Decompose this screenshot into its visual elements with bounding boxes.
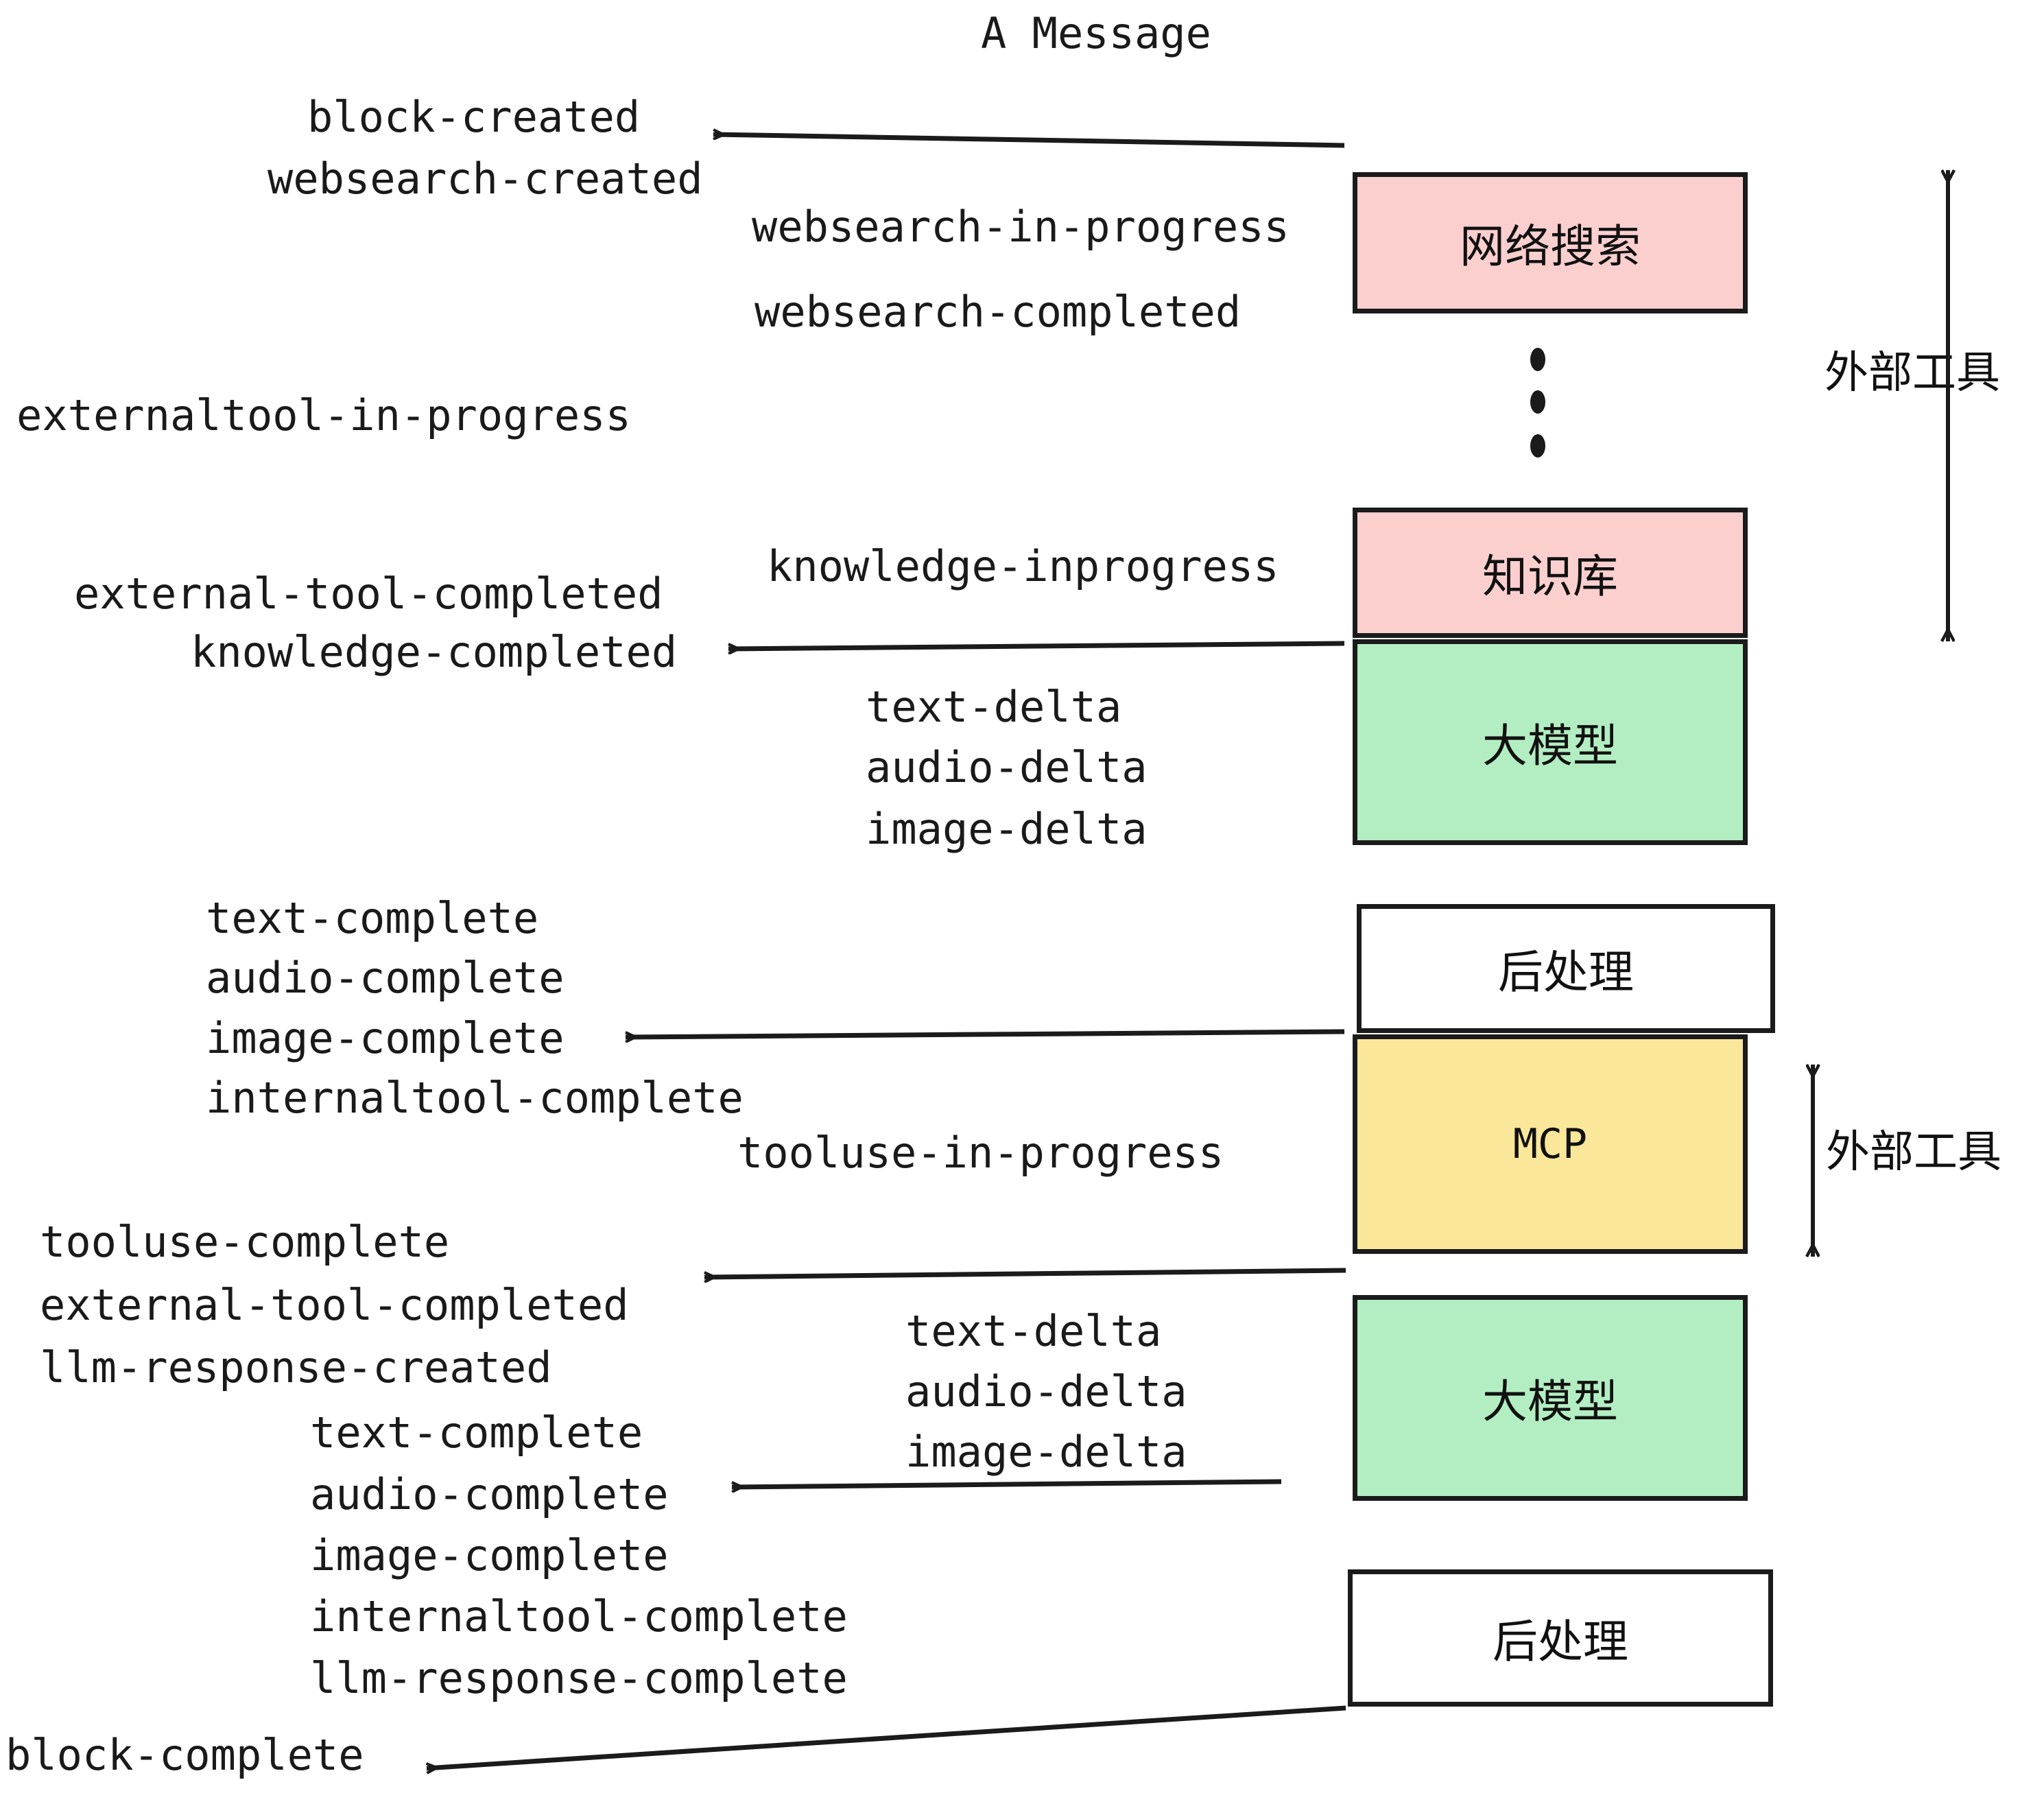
node-postprocess-first[interactable]: 后处理 [1357,904,1775,1033]
event-label-audio-complete-1: audio-complete [206,953,565,1003]
node-llm-first[interactable]: 大模型 [1353,639,1748,845]
node-knowledge[interactable]: 知识库 [1353,508,1748,638]
event-label-websearch-in-progress: websearch-in-progress [752,202,1290,252]
event-label-llm-response-created: llm-response-created [40,1342,552,1392]
event-label-external-tool-completed-2: external-tool-completed [40,1280,629,1330]
event-label-websearch-completed: websearch-completed [754,287,1241,337]
event-label-internaltool-complete-1: internaltool-complete [206,1073,744,1123]
group-label-external-tools-top: 外部工具 [1825,348,2000,399]
arrow-tooluse-complete [704,1268,1346,1277]
event-label-image-delta-1: image-delta [866,804,1148,854]
event-label-websearch-created: websearch-created [268,154,703,204]
event-label-tooluse-complete: tooluse-complete [40,1217,450,1267]
arrow-block-complete [427,1705,1346,1768]
event-label-tooluse-in-progress: tooluse-in-progress [737,1128,1224,1178]
event-label-image-complete-2: image-complete [310,1530,669,1580]
event-label-externaltool-in-progress: externaltool-in-progress [16,390,631,440]
event-label-knowledge-completed: knowledge-completed [191,627,678,677]
arrow-audio-complete [732,1479,1282,1487]
node-label-websearch: 网络搜索 [1460,220,1641,273]
node-label-postprocess-second: 后处理 [1493,1615,1628,1668]
event-label-audio-delta-2: audio-delta [905,1366,1187,1416]
arrow-knowledge-completed [728,641,1345,649]
event-label-external-tool-completed-1: external-tool-completed [74,569,663,619]
event-label-text-delta-1: text-delta [866,682,1122,732]
event-label-audio-complete-2: audio-complete [310,1469,669,1519]
node-label-mcp: MCP [1512,1120,1588,1168]
node-label-llm-first: 大模型 [1482,720,1618,772]
event-label-internaltool-complete-2: internaltool-complete [310,1591,848,1641]
node-websearch[interactable]: 网络搜索 [1353,172,1748,313]
event-label-block-complete: block-complete [5,1730,364,1780]
event-label-text-complete-2: text-complete [310,1408,643,1458]
event-label-image-delta-2: image-delta [905,1427,1187,1477]
arrow-block-created [713,134,1345,148]
node-llm-second[interactable]: 大模型 [1353,1295,1748,1501]
node-postprocess-second[interactable]: 后处理 [1348,1569,1773,1707]
node-label-postprocess-first: 后处理 [1498,946,1634,999]
event-label-text-delta-2: text-delta [905,1306,1162,1356]
event-label-block-created: block-created [307,92,641,142]
node-label-knowledge: 知识库 [1482,550,1618,603]
arrow-image-complete [626,1029,1345,1037]
event-label-audio-delta-1: audio-delta [866,742,1148,792]
node-mcp[interactable]: MCP [1353,1034,1748,1254]
event-label-text-complete-1: text-complete [206,893,539,943]
ellipsis-dots [1530,348,1545,458]
node-label-llm-second: 大模型 [1482,1375,1618,1428]
event-label-image-complete-1: image-complete [206,1013,565,1063]
page-title: A Message [981,8,1211,58]
group-label-external-tools-bottom: 外部工具 [1826,1127,2001,1178]
event-label-llm-response-complete: llm-response-complete [310,1653,848,1703]
event-label-knowledge-inprogress: knowledge-inprogress [767,541,1279,591]
